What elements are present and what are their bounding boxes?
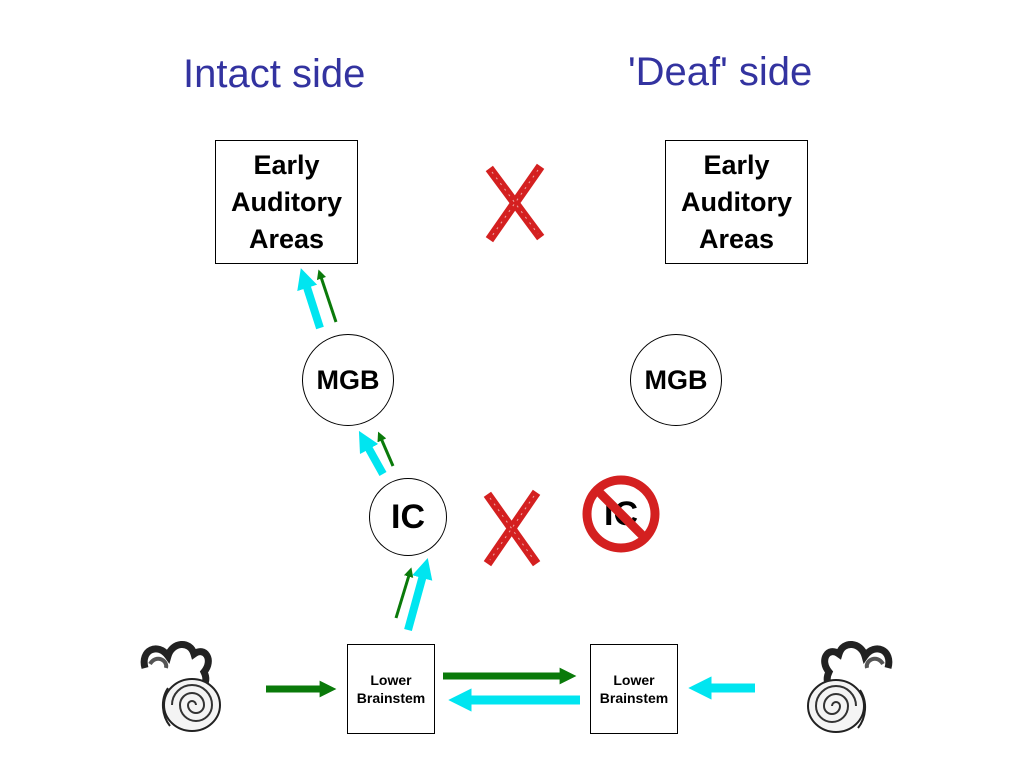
- arrow-pair-ic-to-mgb: [358, 430, 395, 476]
- left-ic-node: IC: [369, 478, 447, 556]
- right-early-auditory-areas: Early Auditory Areas: [665, 140, 808, 264]
- title-intact-side: Intact side: [183, 52, 366, 96]
- node-label: MGB: [644, 364, 708, 395]
- arrow-pair-mgb-to-cortex: [297, 268, 338, 330]
- arrow-pair-brainstem-to-ic: [394, 557, 433, 632]
- red-x-icon: [485, 163, 545, 243]
- cochlea-icon: [807, 641, 893, 733]
- right-lower-brainstem: Lower Brainstem: [590, 644, 678, 734]
- right-mgb-node: MGB: [630, 334, 722, 426]
- title-deaf-side: 'Deaf' side: [628, 50, 813, 94]
- label-line: Lower: [613, 672, 655, 688]
- node-label: MGB: [316, 364, 380, 395]
- label-line: Areas: [698, 223, 775, 254]
- label-line: Early: [703, 149, 770, 180]
- label-line: Lower: [370, 672, 412, 688]
- label-line: Brainstem: [599, 690, 669, 706]
- label-line: Auditory: [681, 186, 792, 217]
- label-line: Early: [253, 149, 320, 180]
- node-label: IC: [391, 497, 425, 536]
- label-line: Auditory: [231, 186, 342, 217]
- label-line: Areas: [248, 223, 325, 254]
- label-line: Brainstem: [356, 690, 426, 706]
- left-mgb-node: MGB: [302, 334, 394, 426]
- node-label: IC: [604, 494, 638, 533]
- cochlea-icon: [140, 641, 221, 732]
- red-x-icon: [483, 489, 541, 567]
- right-ic-node: IC: [583, 476, 659, 552]
- left-early-auditory-areas: Early Auditory Areas: [215, 140, 358, 264]
- left-lower-brainstem: Lower Brainstem: [347, 644, 435, 734]
